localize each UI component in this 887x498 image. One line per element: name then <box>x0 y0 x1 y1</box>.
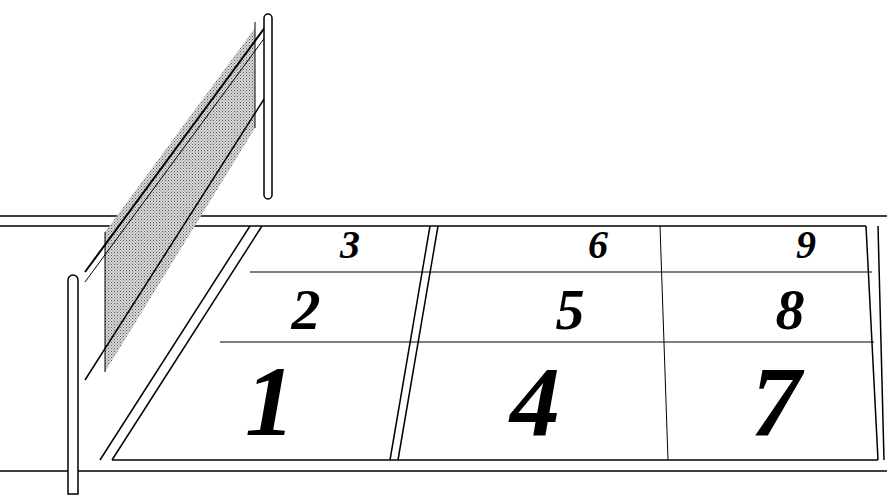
zone-number: 2 <box>292 281 321 339</box>
zone-number: 4 <box>510 352 560 452</box>
net-post <box>68 14 272 494</box>
zone-lines <box>220 226 874 460</box>
zone-number: 5 <box>556 281 585 339</box>
zone-number: 7 <box>751 352 801 452</box>
net <box>85 22 266 380</box>
zone-number: 3 <box>340 225 360 265</box>
zone-number: 9 <box>796 225 816 265</box>
zone-number: 6 <box>588 225 608 265</box>
zone-number: 8 <box>776 281 805 339</box>
zone-number: 1 <box>245 352 295 452</box>
